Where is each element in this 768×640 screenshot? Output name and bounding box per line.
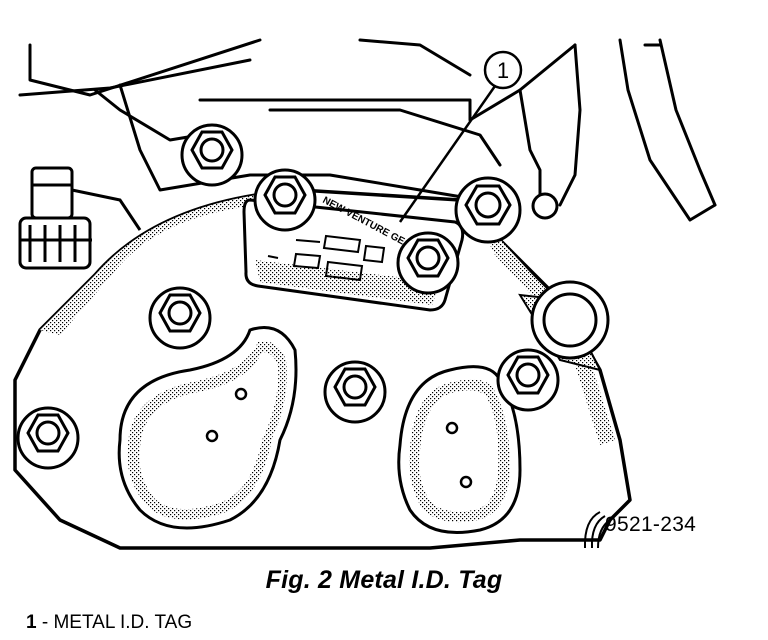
cover-holes [205, 387, 473, 489]
callout-1: 1 [398, 50, 523, 223]
bolt [454, 176, 522, 244]
bolt [396, 231, 460, 295]
legend-separator: - [36, 612, 54, 633]
sensor-fitting [18, 166, 142, 270]
transfer-case-illustration: NEW VENTURE GEAR [13, 38, 717, 550]
bolts [16, 123, 560, 470]
callout-number: 1 [497, 58, 509, 83]
legend-item: 1 - METAL I.D. TAG [26, 612, 192, 634]
callout-circle [483, 50, 523, 90]
bolt [148, 286, 212, 350]
figure-mark [583, 511, 611, 549]
bolt [323, 360, 387, 424]
round-boss [530, 192, 610, 360]
bolt [180, 123, 244, 187]
tag-stamped-fields [267, 234, 386, 282]
figure-caption: Fig. 2 Metal I.D. Tag [265, 566, 503, 594]
bolt [16, 406, 80, 470]
bolt [253, 168, 317, 232]
leader-line [398, 85, 497, 223]
bolt [496, 348, 560, 412]
legend-number: 1 [26, 612, 37, 633]
figure-number: 9521-234 [605, 513, 697, 536]
legend-text: METAL I.D. TAG [53, 612, 193, 633]
